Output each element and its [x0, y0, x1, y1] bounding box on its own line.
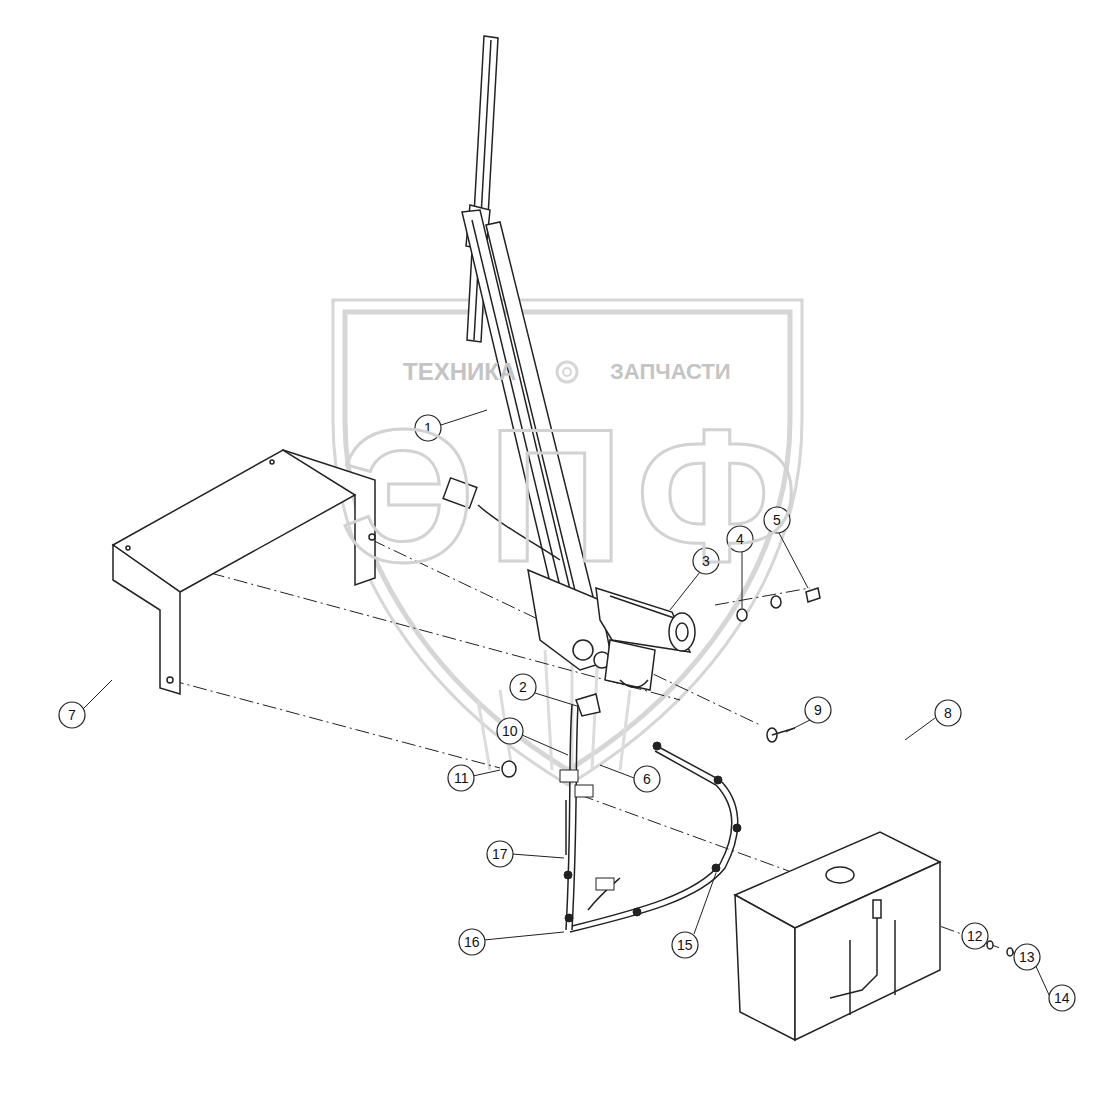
callout-number: 3	[702, 554, 710, 568]
callout-number: 7	[68, 708, 76, 722]
callout-number: 9	[814, 703, 822, 717]
washer-hose	[566, 705, 738, 932]
mounting-bracket	[113, 450, 375, 694]
washer-nozzle	[576, 694, 600, 716]
callout-number: 15	[677, 938, 693, 952]
callout-number: 17	[492, 847, 508, 861]
callout-number: 13	[1019, 950, 1035, 964]
callout-number: 10	[502, 724, 518, 738]
watermark: ЭПФ	[340, 400, 810, 590]
callout-number: 11	[454, 771, 469, 785]
callout-number: 2	[519, 680, 527, 694]
callout-number: 5	[773, 513, 781, 527]
watermark: ЗАПЧАСТИ	[610, 361, 731, 383]
watermark: ТЕХНИКА	[403, 360, 516, 384]
callout-number: 16	[464, 935, 480, 949]
assembly-centerline	[118, 540, 1000, 948]
callout-number: 14	[1054, 991, 1070, 1005]
callout-number: 4	[736, 532, 744, 546]
washer-tank	[735, 832, 1032, 1040]
wiper-motor	[596, 588, 695, 690]
callout-number: 8	[944, 706, 952, 720]
callout-number: 6	[643, 772, 651, 786]
callout-number: 12	[967, 929, 983, 943]
hose-clamps	[560, 742, 741, 922]
